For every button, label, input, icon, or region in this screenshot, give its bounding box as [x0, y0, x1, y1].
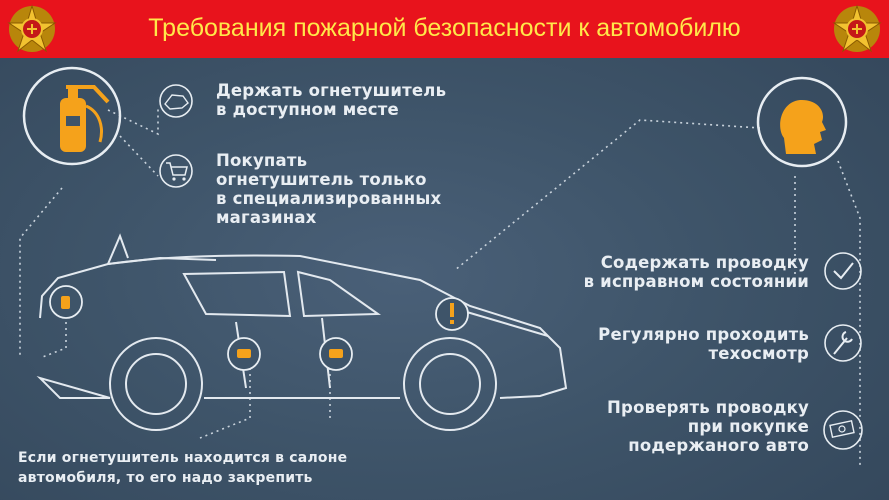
tip-line: в специализированных: [216, 189, 442, 208]
tip-line: подержаного авто: [628, 436, 809, 455]
checkmark-icon: [824, 252, 862, 290]
hand-icon: [159, 84, 193, 118]
tip-check-wiring: Проверять проводку при покупке подержано…: [607, 398, 809, 455]
page-title: Требования пожарной безопасности к автом…: [148, 14, 741, 42]
emblem-icon: [832, 4, 882, 53]
tip-buy-extinguisher: Покупать огнетушитель только в специализ…: [216, 151, 441, 227]
tip-line: в исправном состоянии: [583, 272, 809, 291]
tip-line: Содержать проводку: [600, 253, 809, 272]
tip-line: Регулярно проходить: [598, 325, 809, 344]
tip-line: при покупке: [687, 417, 809, 436]
extinguisher-marker: [227, 337, 261, 371]
tip-line: Проверять проводку: [607, 398, 809, 417]
illustration: [19, 66, 863, 468]
tip-line: огнетушитель только: [216, 170, 427, 189]
car-illustration: [36, 233, 568, 431]
connector-lines: [19, 106, 861, 468]
shopping-cart-icon: [159, 154, 193, 188]
tip-line: Покупать: [216, 151, 308, 170]
extinguisher-marker: [49, 285, 83, 319]
tip-line: магазинах: [216, 208, 317, 227]
tip-line: Держать огнетушитель: [216, 81, 447, 100]
warning-icon: [435, 297, 469, 331]
emblem-icon: [7, 4, 57, 53]
extinguisher-marker: [319, 337, 353, 371]
person-head-icon: [756, 76, 848, 168]
tip-fix-extinguisher: Если огнетушитель находится в салоне авт…: [18, 448, 347, 488]
tip-line: автомобиля, то его надо закрепить: [18, 470, 313, 486]
tip-line: техосмотр: [708, 344, 809, 363]
fire-extinguisher-icon: [22, 66, 122, 166]
header-bar: Требования пожарной безопасности к автом…: [0, 0, 889, 58]
tip-keep-extinguisher: Держать огнетушитель в доступном месте: [216, 81, 446, 119]
tip-wiring-ok: Содержать проводку в исправном состоянии: [584, 253, 809, 291]
tip-line: Если огнетушитель находится в салоне: [18, 450, 348, 466]
money-icon: [823, 410, 863, 450]
tip-inspection: Регулярно проходить техосмотр: [598, 325, 809, 363]
wrench-icon: [824, 324, 862, 362]
tip-line: в доступном месте: [216, 100, 399, 119]
